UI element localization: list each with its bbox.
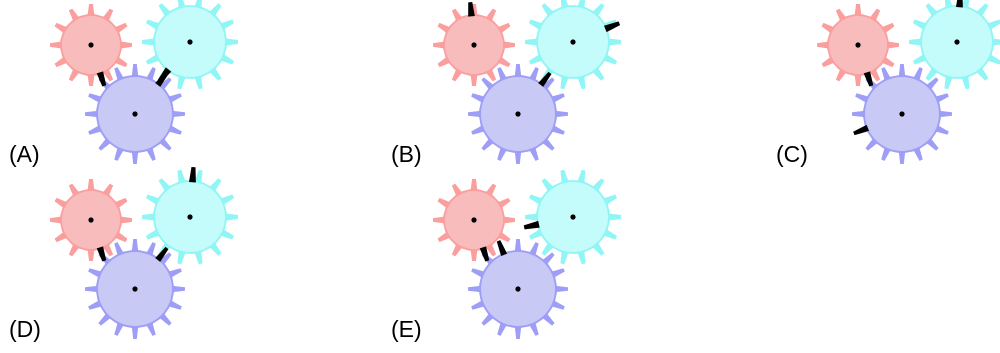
- option-b-label: (B): [391, 141, 422, 167]
- option-b-panel: (B): [383, 0, 683, 170]
- blue-gear-axle: [132, 111, 138, 117]
- blue-gear-axle: [132, 286, 138, 292]
- red-bottom-right-marker: [863, 71, 874, 87]
- blue-left-marker: [853, 124, 870, 136]
- blue-gear-axle: [515, 111, 521, 117]
- red-bottom-right-marker: [96, 246, 107, 262]
- cyan-gear-axle: [570, 39, 576, 45]
- option-a-panel: (A): [0, 0, 300, 170]
- option-d-gears: [50, 167, 238, 339]
- blue-top-right-marker: [155, 246, 169, 262]
- red-bottom-right-marker: [479, 246, 490, 262]
- blue-gear-axle: [515, 286, 521, 292]
- cyan-gear-axle: [187, 214, 193, 220]
- cyan-gear-axle: [570, 214, 576, 220]
- blue-top-right-marker: [538, 71, 552, 87]
- cyan-gear-axle: [187, 39, 193, 45]
- blue-top-left-marker: [496, 240, 508, 257]
- red-gear-axle: [88, 42, 94, 48]
- option-c-label: (C): [776, 141, 808, 167]
- red-gear-axle: [855, 42, 861, 48]
- option-c-gears: [817, 0, 1000, 164]
- option-b-gears: [433, 0, 621, 164]
- red-gear-axle: [88, 217, 94, 223]
- option-e-label: (E): [391, 316, 422, 342]
- option-e-panel: (E): [383, 169, 683, 345]
- cyan-top-marker: [188, 167, 196, 183]
- option-a-label: (A): [9, 141, 40, 167]
- red-top-right-marker: [468, 2, 475, 17]
- option-d-panel: (D): [0, 167, 300, 345]
- blue-gear-axle: [899, 111, 905, 117]
- cyan-top-right-marker: [604, 21, 621, 33]
- blue-top-right-marker: [155, 71, 169, 87]
- cyan-gear-axle: [954, 39, 960, 45]
- option-a-gears: [50, 0, 238, 164]
- cyan-gear: [909, 0, 1000, 90]
- option-d-label: (D): [9, 316, 41, 342]
- red-gear-axle: [471, 217, 477, 223]
- option-e-gears: [433, 169, 621, 339]
- cyan-left-marker: [523, 220, 540, 230]
- red-gear-axle: [471, 42, 477, 48]
- cyan-top-marker: [955, 0, 963, 8]
- option-c-panel: (C): [767, 0, 1000, 170]
- red-bottom-right-marker: [96, 71, 107, 87]
